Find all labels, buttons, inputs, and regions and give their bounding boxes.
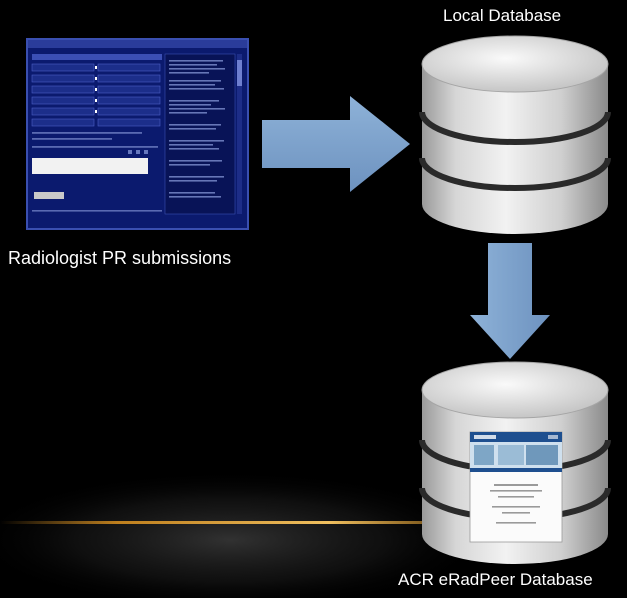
submission-form-thumbnail xyxy=(26,38,249,230)
radiologist-submissions-label: Radiologist PR submissions xyxy=(8,248,232,268)
acr-database-icon xyxy=(419,361,611,564)
arrow-right-icon xyxy=(262,96,410,192)
eradpeer-website-thumbnail xyxy=(469,431,563,543)
local-database-label: Local Database xyxy=(443,6,562,25)
form-screenshot-icon xyxy=(28,40,247,215)
local-database-icon xyxy=(419,35,611,234)
acr-database-label: ACR eRadPeer Database xyxy=(398,570,593,589)
accent-line xyxy=(0,521,470,524)
arrow-down-icon xyxy=(470,243,550,359)
